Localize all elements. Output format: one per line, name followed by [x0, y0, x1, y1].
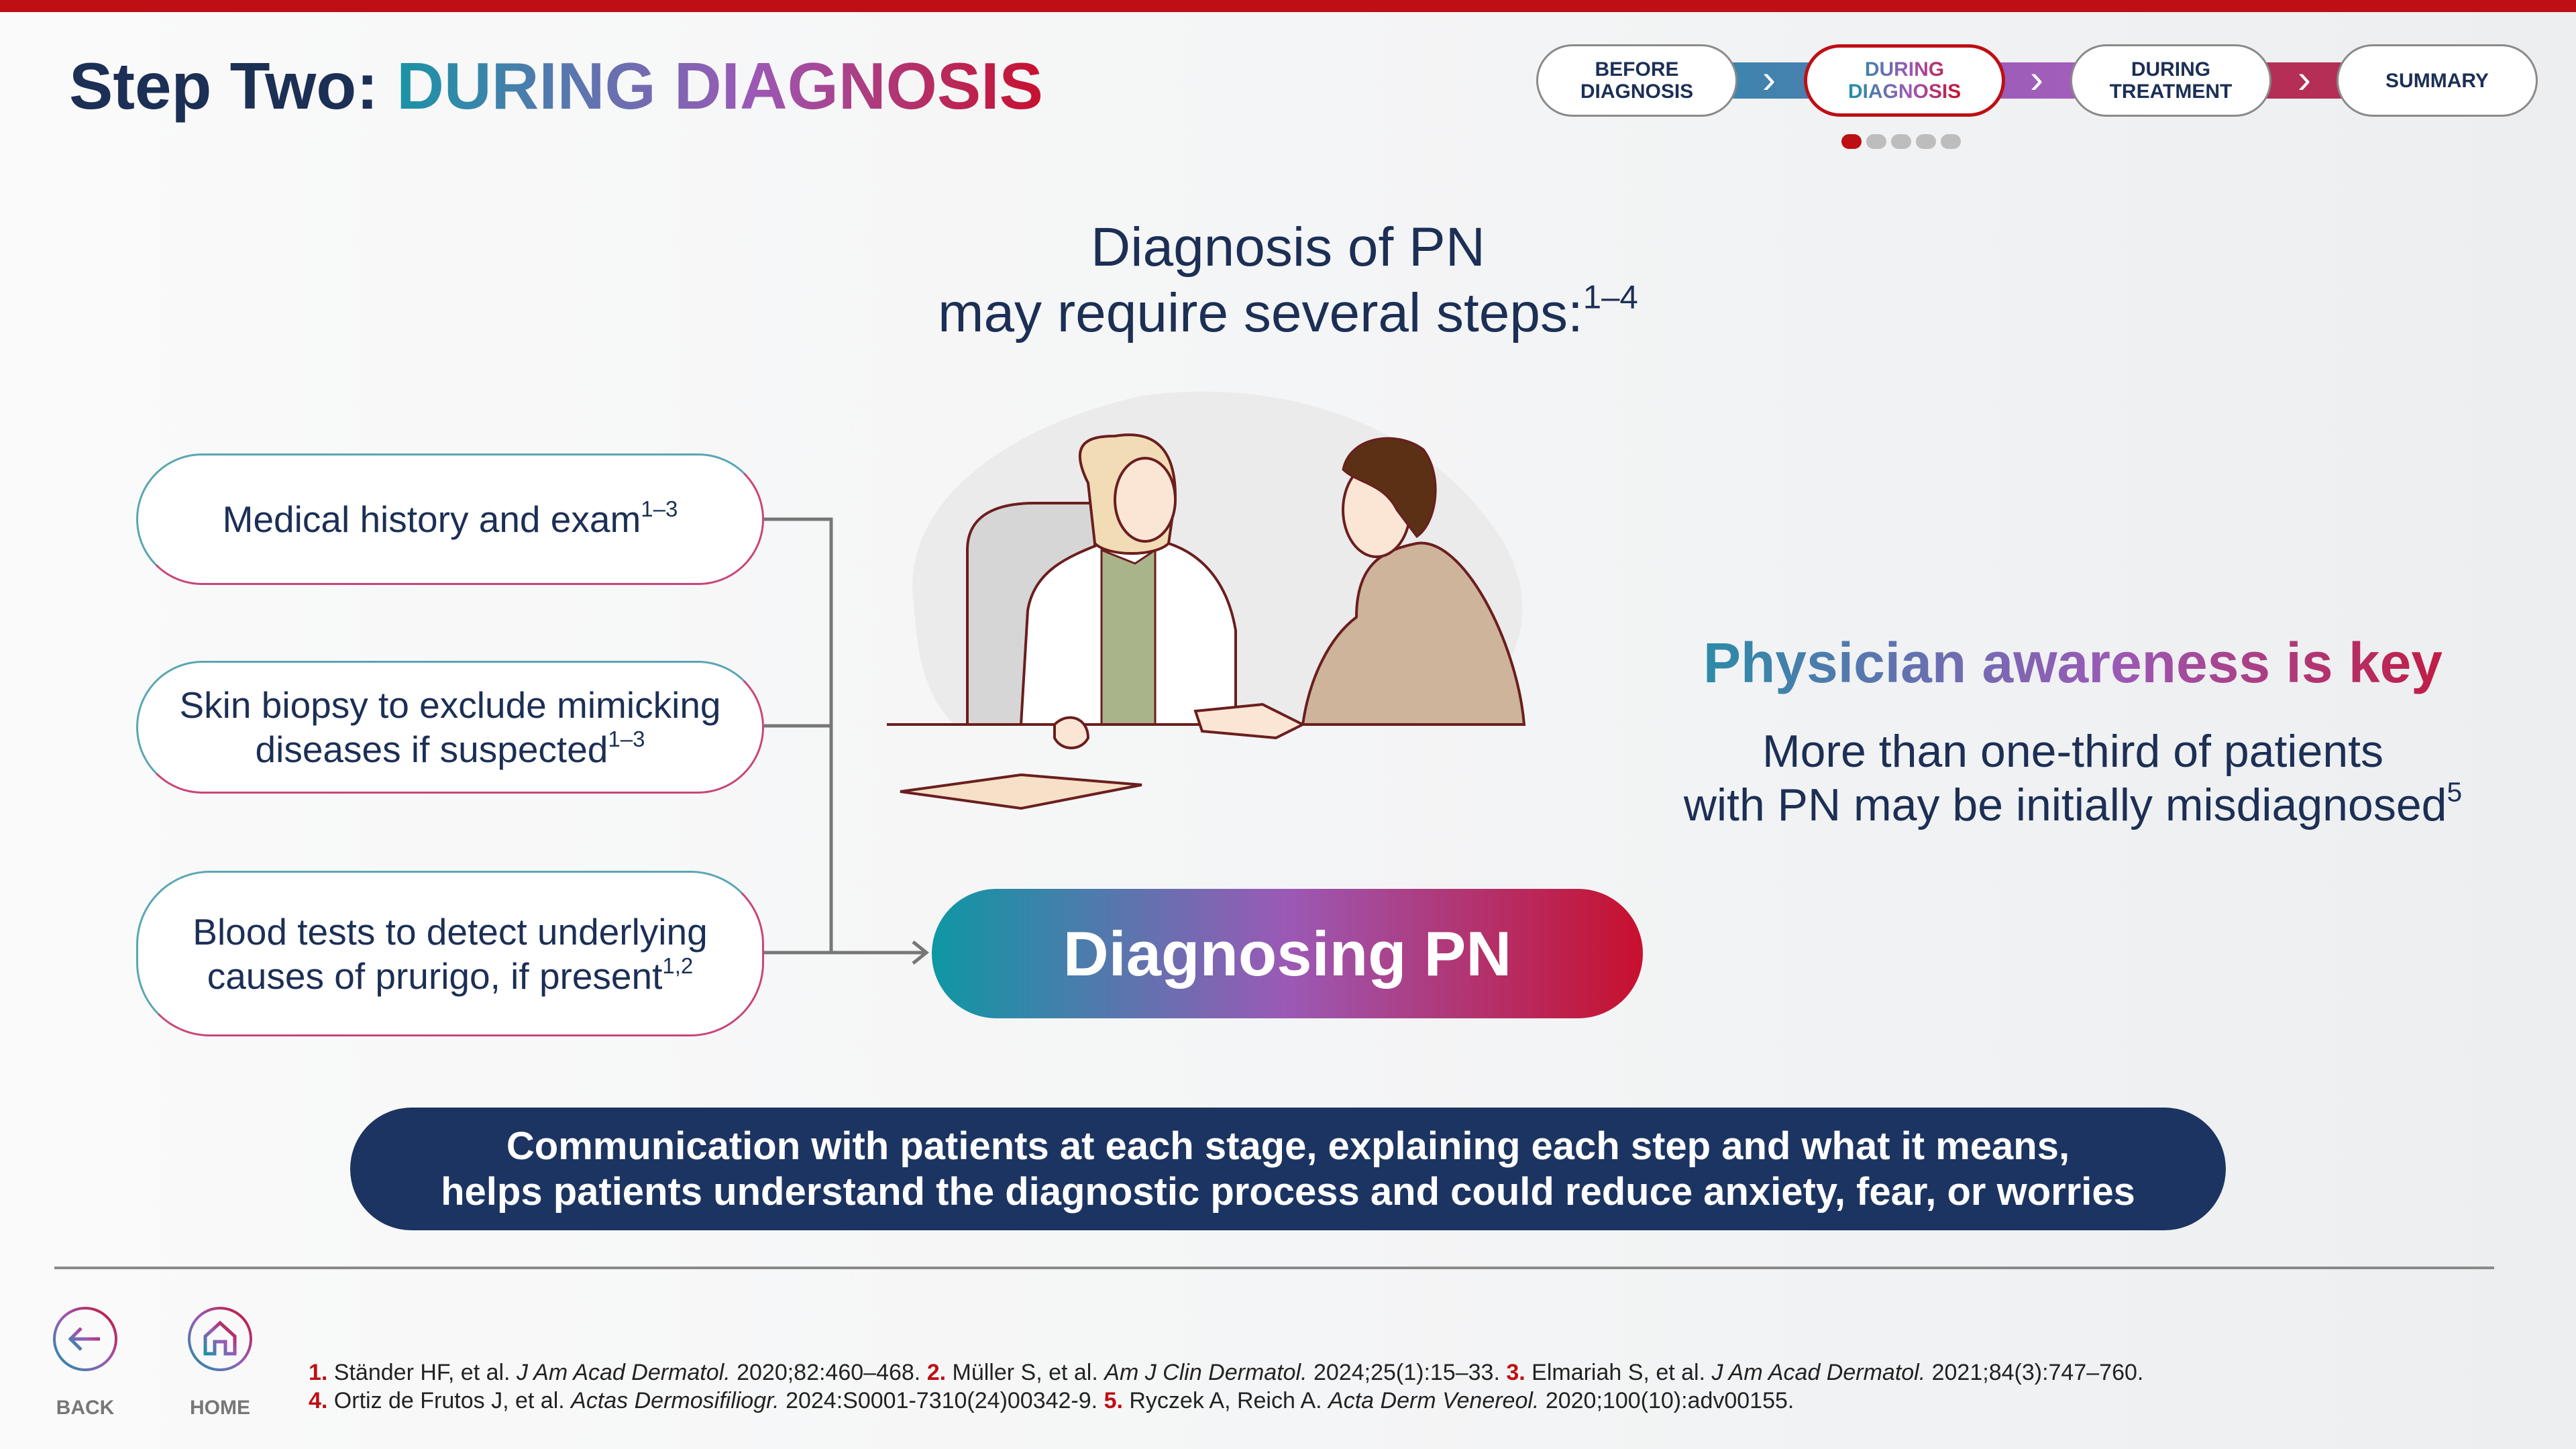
- progress-dot[interactable]: [1866, 134, 1886, 149]
- ref-text: 2020;100(10):adv00155.: [1539, 1388, 1794, 1413]
- ref-number: 5.: [1104, 1388, 1123, 1413]
- step-text: diseases if suspected: [255, 729, 608, 770]
- page-title: Step Two: DURING DIAGNOSIS: [69, 48, 1043, 124]
- heading-line: Diagnosis of PN: [1091, 217, 1485, 278]
- home-icon[interactable]: [186, 1305, 254, 1373]
- ref-text: Ortiz de Frutos J, et al.: [327, 1388, 572, 1413]
- progress-dot-active[interactable]: [1841, 134, 1862, 149]
- awareness-line: with PN may be initially misdiagnosed: [1683, 780, 2447, 830]
- ref-text: 2024;25(1):15–33.: [1307, 1360, 1507, 1385]
- citation: 1,2: [662, 953, 694, 978]
- ref-text: Müller S, et al.: [946, 1360, 1105, 1385]
- title-highlight: DURING DIAGNOSIS: [396, 49, 1043, 123]
- home-label[interactable]: HOME: [190, 1397, 250, 1419]
- progress-dot[interactable]: [1891, 134, 1911, 149]
- citation: 1–3: [608, 726, 645, 751]
- ref-journal: J Am Acad Dermatol.: [516, 1360, 731, 1385]
- ref-text: Ständer HF, et al.: [327, 1360, 517, 1385]
- step-label: DURING: [2131, 58, 2211, 80]
- chevron-right-icon: ›: [2298, 56, 2311, 101]
- ref-journal: Am J Clin Dermatol.: [1104, 1360, 1307, 1385]
- back-label[interactable]: BACK: [56, 1397, 115, 1419]
- ref-number: 2.: [926, 1360, 947, 1385]
- ref-journal: Actas Dermosifiliogr.: [571, 1388, 780, 1413]
- step-text: Skin biopsy to exclude mimicking: [179, 684, 721, 726]
- references: 1. Ständer HF, et al. J Am Acad Dermatol…: [309, 1358, 2143, 1415]
- heading-line: may require several steps:: [938, 282, 1583, 343]
- diagnosing-pn-pill: Diagnosing PN: [932, 889, 1643, 1018]
- chevron-right-icon: ›: [2030, 56, 2043, 101]
- ref-number: 3.: [1506, 1360, 1525, 1385]
- ref-text: 2024:S0001-7310(24)00342-9.: [779, 1388, 1104, 1413]
- step-text: causes of prurigo, if present: [207, 955, 663, 997]
- citation: 1–4: [1582, 278, 1638, 316]
- reference-line: 4. Ortiz de Frutos J, et al. Actas Dermo…: [309, 1387, 2143, 1415]
- doctor-patient-illustration: [887, 391, 1526, 810]
- awareness-line: More than one-third of patients: [1762, 726, 2384, 777]
- step-text: Blood tests to detect underlying: [193, 910, 708, 953]
- step-label: DIAGNOSIS: [1580, 80, 1694, 103]
- top-accent-bar: [0, 0, 2576, 12]
- step-label: BEFORE: [1595, 58, 1679, 80]
- ref-text: 2020;82:460–468.: [730, 1360, 927, 1385]
- citation: 1–3: [641, 496, 678, 521]
- ref-number: 1.: [309, 1360, 328, 1385]
- step-label: DURING: [1864, 58, 1945, 80]
- ref-text: Elmariah S, et al.: [1525, 1360, 1712, 1385]
- step-summary[interactable]: SUMMARY: [2337, 44, 2538, 117]
- connector-lines: [764, 517, 930, 965]
- step-text: Medical history and exam: [222, 498, 641, 540]
- progress-dot[interactable]: [1941, 134, 1961, 149]
- awareness-title: Physician awareness is key: [1637, 631, 2509, 696]
- citation: 5: [2447, 776, 2463, 808]
- result-label: Diagnosing PN: [1063, 918, 1512, 989]
- step-box-history: Medical history and exam1–3: [136, 453, 764, 585]
- chevron-right-icon: ›: [1762, 56, 1776, 101]
- ref-number: 4.: [309, 1388, 328, 1413]
- title-prefix: Step Two:: [69, 49, 397, 123]
- step-label: DIAGNOSIS: [1847, 80, 1962, 103]
- banner-line: Communication with patients at each stag…: [506, 1124, 2070, 1168]
- step-label: SUMMARY: [2385, 69, 2489, 92]
- step-label: TREATMENT: [2109, 80, 2233, 103]
- back-arrow-icon[interactable]: [52, 1305, 119, 1373]
- ref-text: 2021;84(3):747–760.: [1925, 1360, 2144, 1385]
- ref-journal: J Am Acad Dermatol.: [1711, 1360, 1926, 1385]
- ref-journal: Acta Derm Venereol.: [1328, 1388, 1540, 1413]
- ref-text: Ryczek A, Reich A.: [1122, 1388, 1329, 1413]
- banner-line: helps patients understand the diagnostic…: [441, 1169, 2135, 1214]
- progress-dot[interactable]: [1916, 134, 1936, 149]
- reference-line: 1. Ständer HF, et al. J Am Acad Dermatol…: [309, 1358, 2143, 1387]
- footer-divider: [54, 1267, 2494, 1269]
- communication-banner: Communication with patients at each stag…: [350, 1108, 2226, 1230]
